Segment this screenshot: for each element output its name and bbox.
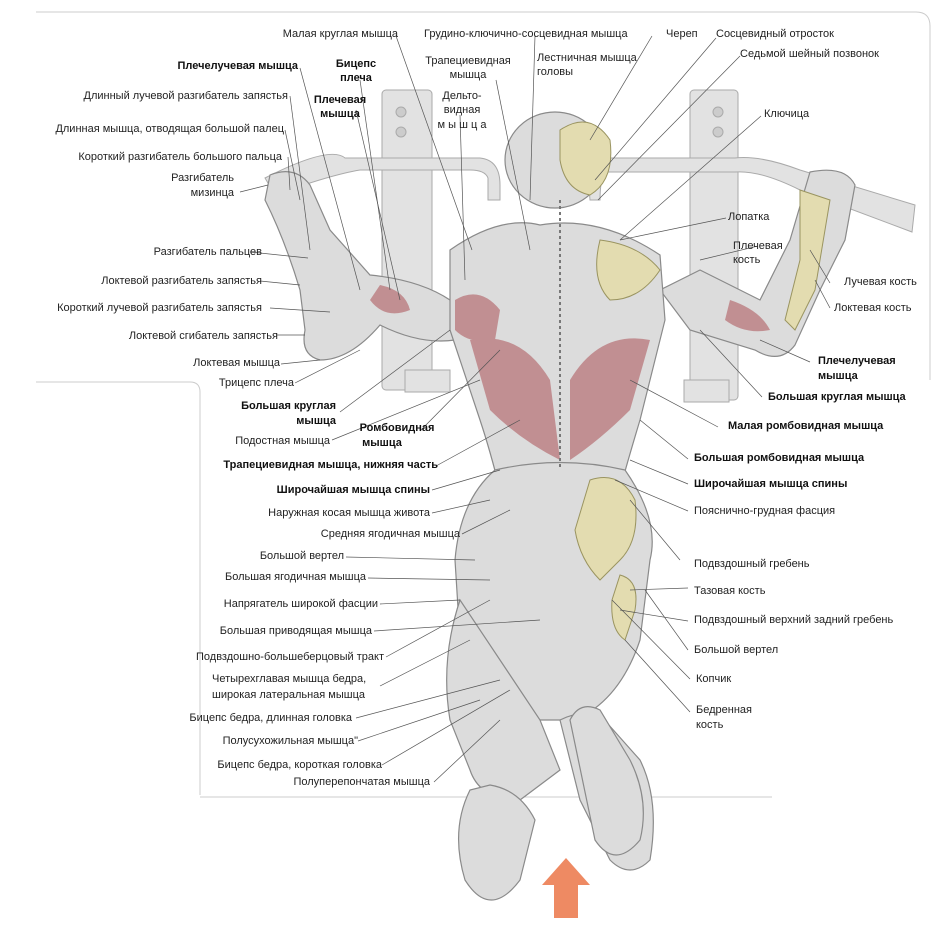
label-bedr-kost-1: Бедренная [696,704,752,716]
label-razgib-palcev: Разгибатель пальцев [153,246,262,258]
label-soscevidny: Сосцевидный отросток [716,28,834,40]
label-bolsh-privod: Большая приводящая мышца [219,625,372,637]
muscle-highlights [370,285,770,460]
label-poluperep: Полуперепончатая мышца [293,776,430,788]
label-podvzd-bolsh: Подвздошно-большеберцовый тракт [196,651,384,663]
label-delto-3: м ы ш ц а [437,119,487,131]
label-trapec-nizh: Трапециевидная мышца, нижняя часть [223,459,438,471]
label-naruzh-kosaya: Наружная косая мышца живота [268,507,430,519]
label-klyuchica: Ключица [764,108,810,120]
label-lestn-1: Лестничная мышца [537,52,637,64]
label-korotky-razgib-palca: Короткий разгибатель большого пальца [78,151,282,163]
label-loktevaya-kost: Локтевая кость [834,302,912,314]
label-bolsh-krug-l-1: Большая круглая [241,400,336,412]
label-biceps-kor: Бицепс бедра, короткая головка [217,759,382,771]
label-bolsh-vertel-r: Большой вертел [694,644,779,656]
frame-line-lower [36,381,201,795]
label-plechevaya-2: мышца [320,108,360,120]
label-biceps-1: Бицепс [335,58,377,70]
label-tazovaya: Тазовая кость [694,585,766,597]
label-luchevaya-kost: Лучевая кость [844,276,917,288]
label-chetyreh-1: Четырехглавая мышца бедра, [212,673,367,685]
label-trapec-2: мышца [449,69,487,81]
label-delto-2: видная [443,104,481,116]
label-trapec-1: Трапециевидная [425,55,511,67]
label-loktevoy-sgib: Локтевой сгибатель запястья [128,330,278,342]
label-romb-1: Ромбовидная [359,422,435,434]
label-sedmoy: Седьмой шейный позвонок [740,48,879,60]
label-grudino: Грудино-ключично-сосцевидная мышца [424,28,628,40]
label-poyasn-fasc: Пояснично-грудная фасция [694,505,836,517]
label-bolsh-krug-l-2: мышца [296,415,336,427]
label-romb-2: мышца [362,437,402,449]
label-biceps-dl: Бицепс бедра, длинная головка [189,712,352,724]
label-shiroch-r: Широчайшая мышца спины [694,478,848,490]
label-razgib-miz-2: мизинца [190,187,234,199]
label-podostnaya: Подостная мышца [235,435,330,447]
label-plech-kost-2: кость [733,254,761,266]
label-sred-yagod: Средняя ягодичная мышца [320,528,460,540]
label-kopchik: Копчик [696,673,732,685]
label-napryag: Напрягатель широкой фасции [223,598,378,610]
upward-arrow-icon [542,858,590,918]
label-loktevoy-razgib: Локтевой разгибатель запястья [101,275,262,287]
label-cherep: Череп [666,28,698,40]
label-podvzd-greb: Подвздошный гребень [694,558,810,570]
label-malaya-kruglaya: Малая круглая мышца [282,28,398,40]
label-razgib-miz-1: Разгибатель [171,172,234,184]
label-delto-1: Дельто- [442,90,482,102]
label-plecheluch-r-1: Плечелучевая [818,355,896,367]
label-bolsh-yagod: Большая ягодичная мышца [224,571,366,583]
label-loktevaya-mysh: Локтевая мышца [193,357,280,369]
leader-lines [239,35,831,783]
label-shiroch-l: Широчайшая мышца спины [276,484,430,496]
label-plech-kost-1: Плечевая [733,240,783,252]
label-korotky-luch: Короткий лучевой разгибатель запястья [57,302,262,314]
label-bolsh-romb: Большая ромбовидная мышца [694,452,865,464]
label-lopatka: Лопатка [728,211,770,223]
frame-line [36,11,931,380]
label-dlinnaya-otvod: Длинная мышца, отводящая большой палец [55,123,284,135]
label-chetyreh-2: широкая латеральная мышца [212,689,366,701]
label-triceps: Трицепс плеча [218,377,294,389]
label-dlinny-luch: Длинный лучевой разгибатель запястья [83,90,288,102]
label-podvzd-verh: Подвздошный верхний задний гребень [694,614,894,626]
label-malaya-romb: Малая ромбовидная мышца [728,420,884,432]
label-bolsh-vertel-l: Большой вертел [259,550,344,562]
label-lestn-2: головы [537,66,574,78]
label-bedr-kost-2: кость [696,719,724,731]
label-plechevaya-1: Плечевая [313,94,367,106]
label-polusuh: Полусухожильная мышца" [222,735,358,747]
label-plecheluch-top: Плечелучевая мышца [177,60,298,72]
label-bolsh-krug-r: Большая круглая мышца [768,391,906,403]
label-plecheluch-r-2: мышца [818,370,858,382]
label-biceps-2: плеча [340,72,372,84]
